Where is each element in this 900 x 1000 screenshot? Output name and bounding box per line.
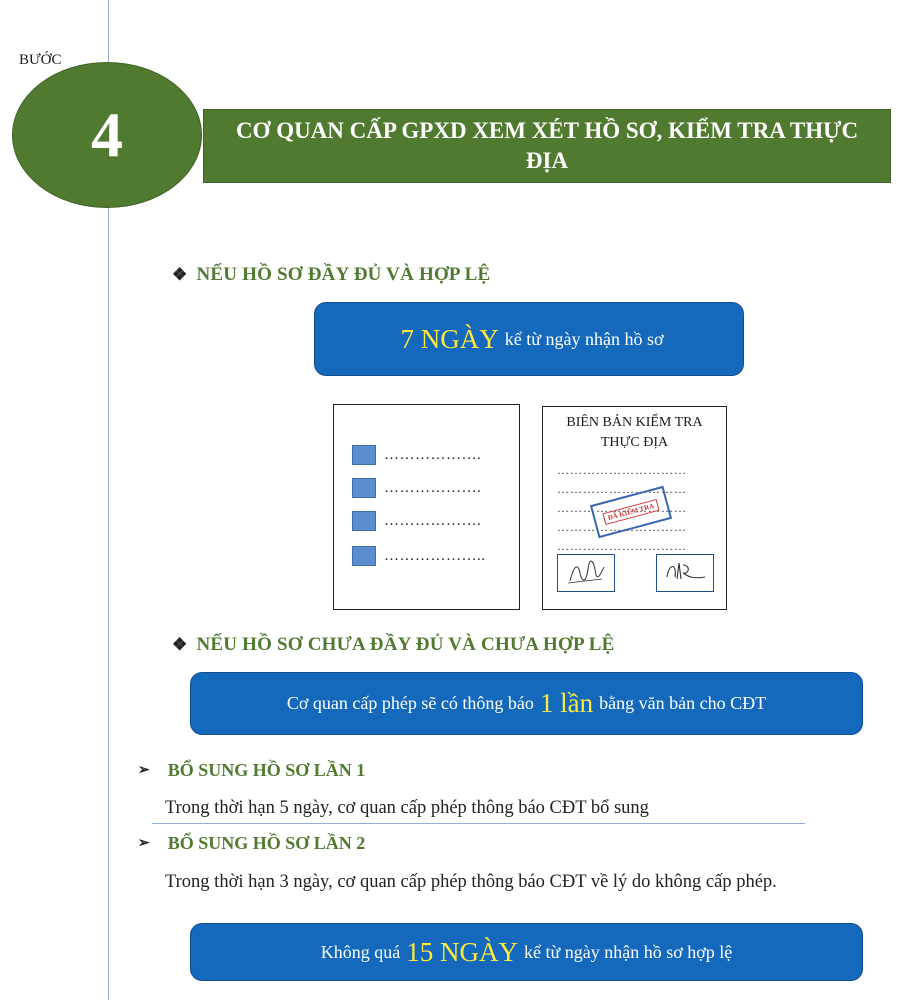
divider-line [152, 823, 805, 824]
checkbox-icon [352, 478, 376, 498]
arrow-bullet-icon: ➢ [138, 836, 150, 851]
signature-box-right [656, 554, 714, 592]
section1-heading: ❖ NẾU HỒ SƠ ĐẦY ĐỦ VÀ HỢP LỆ [172, 264, 490, 286]
step-title-banner: CƠ QUAN CẤP GPXD XEM XÉT HỒ SƠ, KIỂM TRA… [203, 109, 891, 183]
supplement1-text: Trong thời hạn 5 ngày, cơ quan cấp phép … [165, 798, 649, 818]
timeframe-box-7-days: 7 NGÀY kể từ ngày nhận hồ sơ [314, 302, 744, 376]
step-number-circle: 4 [12, 62, 202, 208]
signature-icon [666, 562, 706, 580]
report-title: BIÊN BẢN KIỂM TRA THỰC ĐỊA [566, 415, 703, 450]
checklist-row: ……………….. [352, 546, 486, 566]
highlight-1-time: 1 lần [539, 688, 594, 718]
highlight-7-days: 7 NGÀY [400, 323, 499, 354]
notice-box-1-time: Cơ quan cấp phép sẽ có thông báo 1 lần b… [190, 672, 863, 735]
step-title: CƠ QUAN CẤP GPXD XEM XÉT HỒ SƠ, KIỂM TRA… [235, 118, 859, 173]
section2-heading: ❖ NẾU HỒ SƠ CHƯA ĐẦY ĐỦ VÀ CHƯA HỢP LỆ [172, 634, 614, 656]
arrow-bullet-icon: ➢ [138, 763, 150, 778]
signature-icon [567, 560, 605, 584]
signature-box-left [557, 554, 615, 592]
report-line: ………………………… [557, 463, 687, 477]
checklist-document-icon: ………………. ………………. ………………. ……………….. [333, 404, 520, 610]
diamond-bullet-icon: ❖ [172, 265, 188, 284]
highlight-15-days: 15 NGÀY [406, 936, 518, 967]
report-line: ………………………… [557, 520, 687, 534]
checklist-row: ………………. [352, 478, 481, 498]
supplement1-heading: ➢ BỔ SUNG HỒ SƠ LẦN 1 [138, 760, 366, 780]
checkbox-icon [352, 546, 376, 566]
supplement2-heading: ➢ BỔ SUNG HỒ SƠ LẦN 2 [138, 833, 366, 853]
checklist-row: ………………. [352, 511, 481, 531]
report-line: ………………………… [557, 482, 687, 496]
supplement2-text: Trong thời hạn 3 ngày, cơ quan cấp phép … [165, 872, 777, 892]
diamond-bullet-icon: ❖ [172, 635, 188, 654]
section1-heading-text: NẾU HỒ SƠ ĐẦY ĐỦ VÀ HỢP LỆ [196, 264, 491, 285]
report-line: ………………………… [557, 501, 687, 515]
step-label: BƯỚC [19, 52, 62, 68]
step-number: 4 [91, 99, 123, 170]
checkbox-icon [352, 445, 376, 465]
inspection-report-document-icon: BIÊN BẢN KIỂM TRA THỰC ĐỊA ………………………… ……… [542, 406, 727, 610]
margin-line [108, 0, 109, 1000]
report-line: ………………………… [557, 539, 687, 553]
checkbox-icon [352, 511, 376, 531]
section2-heading-text: NẾU HỒ SƠ CHƯA ĐẦY ĐỦ VÀ CHƯA HỢP LỆ [196, 634, 615, 655]
final-timeframe-box-15-days: Không quá 15 NGÀY kể từ ngày nhận hồ sơ … [190, 923, 863, 981]
checklist-row: ………………. [352, 445, 481, 465]
timeframe-text: kể từ ngày nhận hồ sơ [504, 328, 664, 349]
